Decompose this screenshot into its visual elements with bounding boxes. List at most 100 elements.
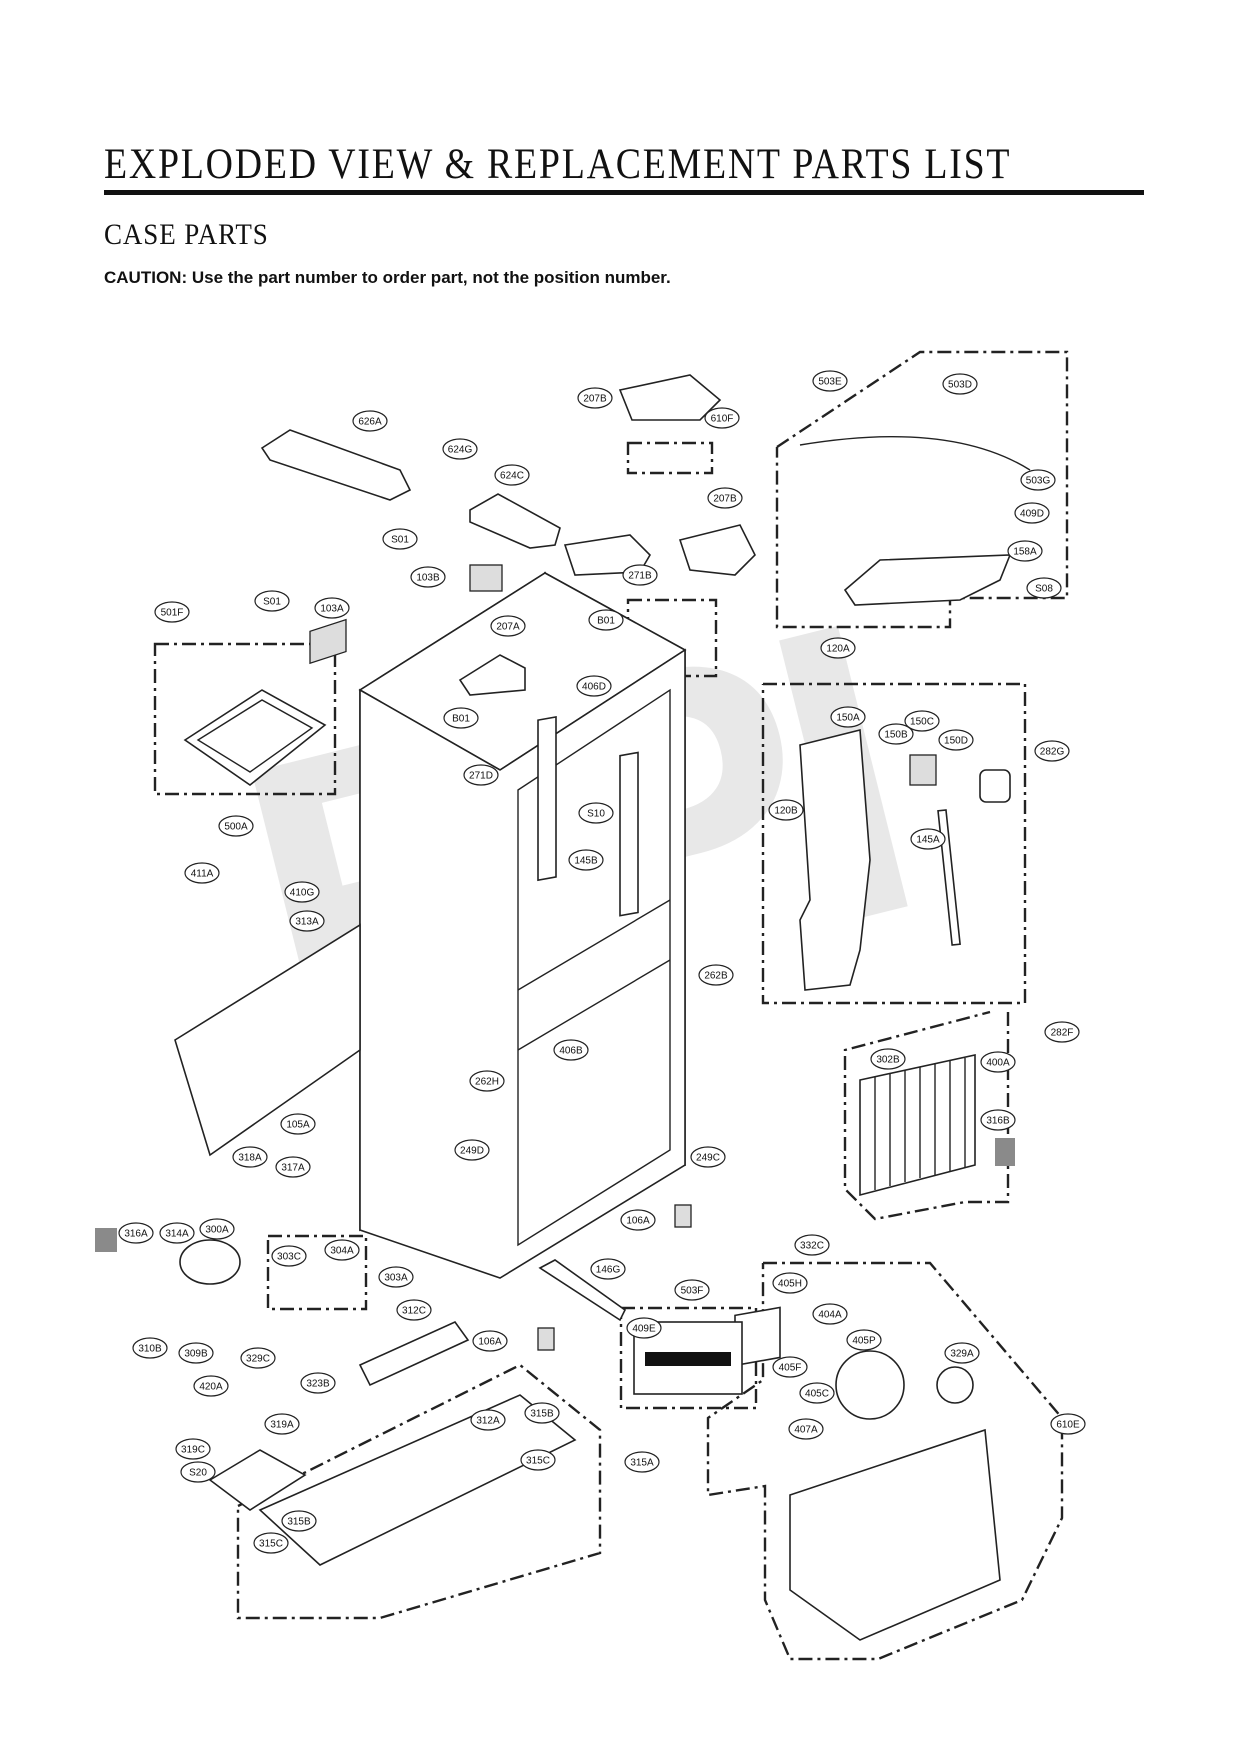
callout-text: 610E <box>1056 1420 1080 1431</box>
cabinet-inner-floor <box>517 899 671 991</box>
evaporator-shape <box>859 1054 976 1197</box>
callout-146g: 146G <box>590 1258 626 1280</box>
callout-bubble <box>772 1272 808 1294</box>
callout-501f: 501F <box>154 601 190 623</box>
callout-bubble <box>520 1449 556 1471</box>
callout-bubble <box>184 862 220 884</box>
callout-314a: 314A <box>159 1222 195 1244</box>
callout-106a: 106A <box>472 1330 508 1352</box>
callout-319c: 319C <box>175 1438 211 1460</box>
callout-bubble <box>1007 540 1043 562</box>
callout-bubble <box>1044 1021 1080 1043</box>
callout-262h: 262H <box>469 1070 505 1092</box>
tray-inner <box>196 699 314 773</box>
callout-text: 103B <box>416 573 440 584</box>
section-title: CASE PARTS <box>104 218 269 251</box>
callout-bubble <box>472 1330 508 1352</box>
callout-610e: 610E <box>1050 1413 1086 1435</box>
callout-500a: 500A <box>218 815 254 837</box>
callout-315c: 315C <box>520 1449 556 1471</box>
callout-409d: 409D <box>1014 502 1050 524</box>
callout-262b: 262B <box>698 964 734 986</box>
callout-bubble <box>870 1048 906 1070</box>
callout-282f: 282F <box>1044 1021 1080 1043</box>
callout-text: 626A <box>358 417 382 428</box>
callout-303a: 303A <box>378 1266 414 1288</box>
callout-323b: 323B <box>300 1372 336 1394</box>
caution-lead: CAUTION: <box>104 268 188 287</box>
callout-405c: 405C <box>799 1382 835 1404</box>
callout-text: 610F <box>711 414 734 425</box>
assembly-box-base <box>236 1363 602 1620</box>
callout-text: S01 <box>263 597 281 608</box>
callout-304a: 304A <box>324 1239 360 1261</box>
callout-145b: 145B <box>568 849 604 871</box>
callout-text: 120B <box>774 806 798 817</box>
callout-bubble <box>878 723 914 745</box>
callout-624g: 624G <box>442 438 478 460</box>
callout-bubble <box>794 1234 830 1256</box>
callout-319a: 319A <box>264 1413 300 1435</box>
callout-bubble <box>980 1109 1016 1131</box>
callout-249d: 249D <box>454 1139 490 1161</box>
callout-text: 312A <box>476 1416 500 1427</box>
callout-150c: 150C <box>904 710 940 732</box>
callout-text: 262H <box>475 1077 499 1088</box>
callout-bubble <box>271 1245 307 1267</box>
cabinet-inner-liner <box>517 688 671 1247</box>
rail-right <box>619 751 639 917</box>
callout-329c: 329C <box>240 1347 276 1369</box>
callout-207a: 207A <box>490 615 526 637</box>
callout-b01: B01 <box>588 609 624 631</box>
callout-bubble <box>698 964 734 986</box>
callout-bubble <box>626 1317 662 1339</box>
callout-bubble <box>846 1329 882 1351</box>
callout-text: 303A <box>384 1273 408 1284</box>
back-cover-313a-shape <box>174 923 361 1157</box>
callout-bubble <box>812 1303 848 1325</box>
callout-312c: 312C <box>396 1299 432 1321</box>
callout-text: 503G <box>1026 476 1051 487</box>
bracket-626a-shape <box>260 429 412 501</box>
callout-text: 318A <box>238 1153 262 1164</box>
callout-bubble <box>264 1413 300 1435</box>
callout-text: 315C <box>526 1456 550 1467</box>
callout-text: 500A <box>224 822 248 833</box>
callout-503e: 503E <box>812 370 848 392</box>
block-103a-shape <box>309 618 347 665</box>
door-cover-arc <box>799 435 1031 471</box>
callout-332c: 332C <box>794 1234 830 1256</box>
callout-106a: 106A <box>620 1209 656 1231</box>
callout-text: 316A <box>124 1229 148 1240</box>
callout-text: 329C <box>246 1354 270 1365</box>
callout-400a: 400A <box>980 1051 1016 1073</box>
callout-text: 407A <box>794 1425 818 1436</box>
callout-bubble <box>944 1342 980 1364</box>
callout-text: 150D <box>944 736 968 747</box>
callout-text: 207A <box>496 622 520 633</box>
callout-316a: 316A <box>118 1222 154 1244</box>
callout-bubble <box>132 1337 168 1359</box>
evaporator-fins <box>874 1058 966 1190</box>
callout-bubble <box>470 1409 506 1431</box>
callout-text: 158A <box>1013 547 1037 558</box>
callout-text: 249C <box>696 1153 720 1164</box>
callout-text: S08 <box>1035 584 1053 595</box>
callout-text: 207B <box>583 394 607 405</box>
callout-bubble <box>588 609 624 631</box>
callout-329a: 329A <box>944 1342 980 1364</box>
callout-bubble <box>410 566 446 588</box>
callout-bubble <box>281 1510 317 1532</box>
marker-316b <box>995 1138 1015 1166</box>
callout-bubble <box>799 1382 835 1404</box>
base-plate-315a-shape <box>258 1394 577 1566</box>
callout-text: 146G <box>596 1265 621 1276</box>
callout-bubble <box>830 706 866 728</box>
callout-bubble <box>577 387 613 409</box>
callout-271d: 271D <box>463 764 499 786</box>
foot-106a-shape <box>674 1204 692 1228</box>
callout-text: 405H <box>778 1279 802 1290</box>
callout-315b: 315B <box>524 1402 560 1424</box>
callout-bubble <box>820 637 856 659</box>
callout-503g: 503G <box>1020 469 1056 491</box>
